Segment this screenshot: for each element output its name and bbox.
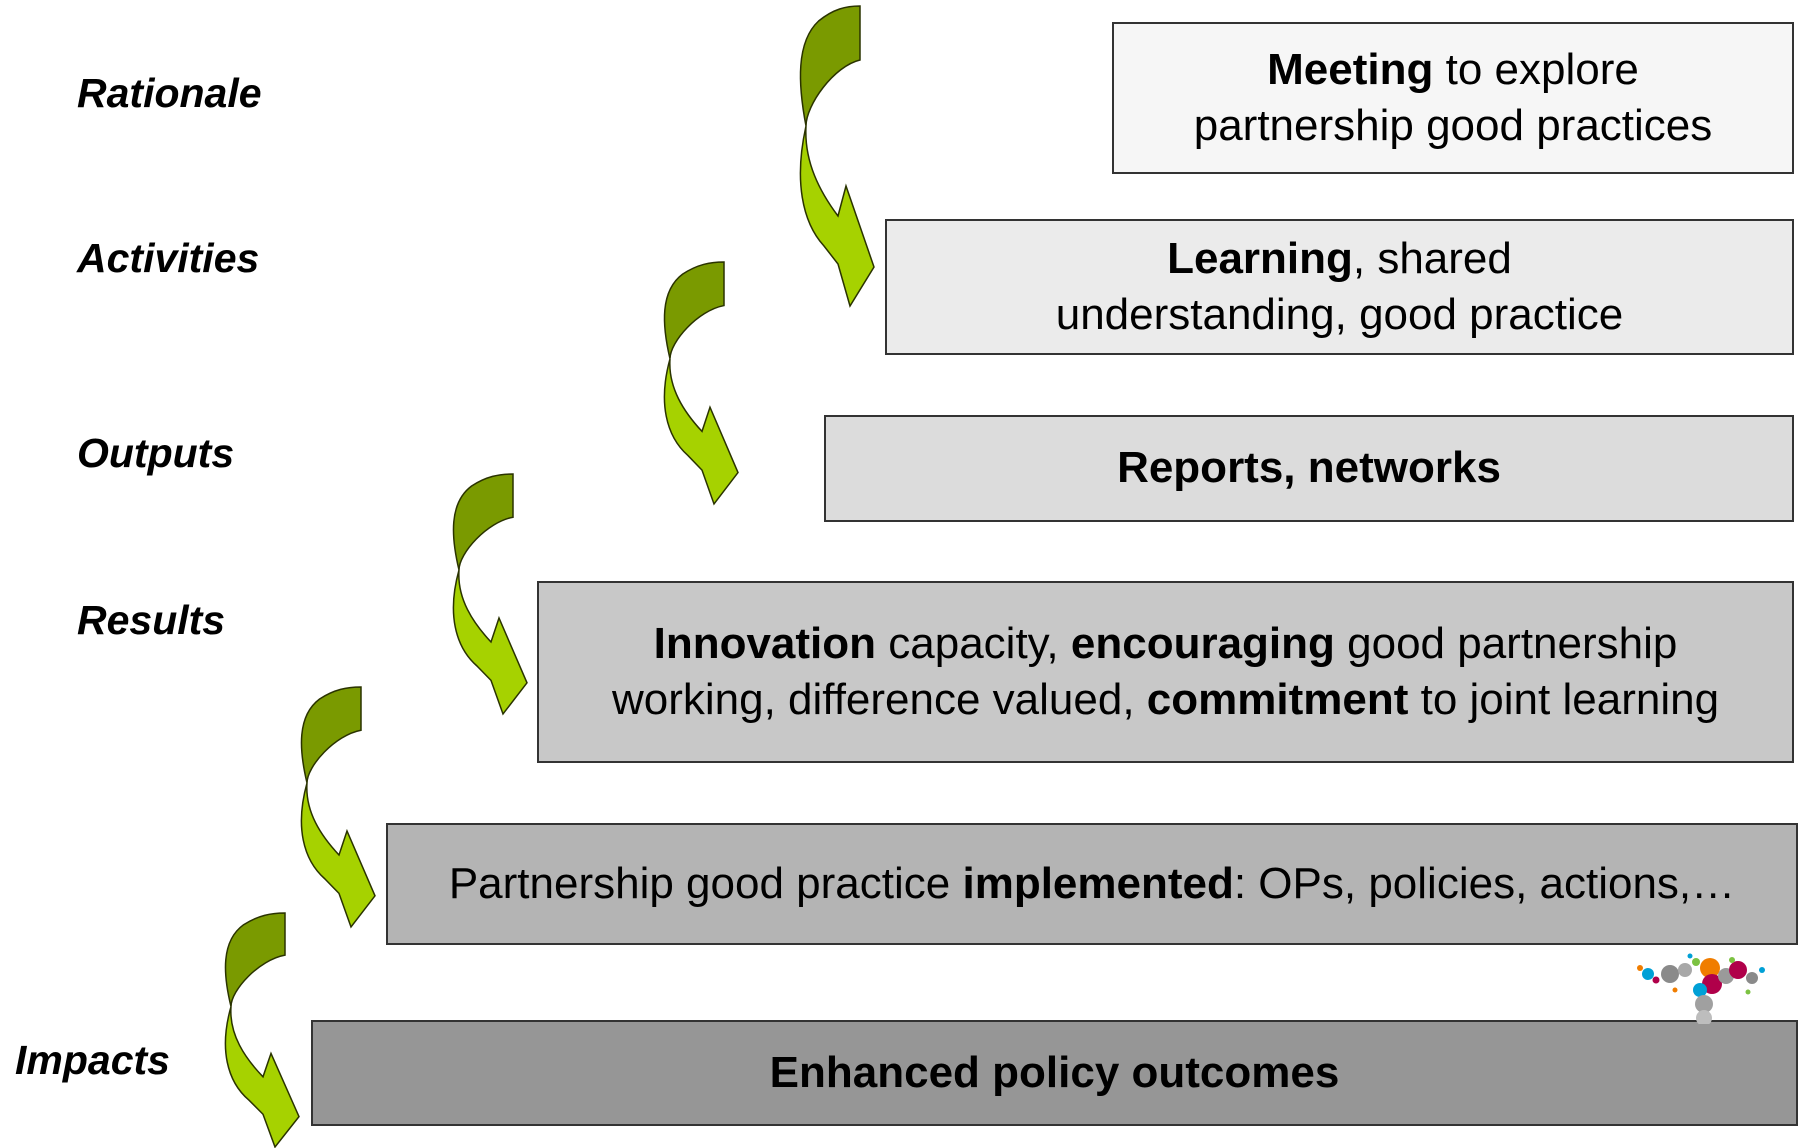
dot-cluster-logo	[1637, 953, 1765, 1024]
box-results-2: Partnership good practice implemented: O…	[386, 823, 1798, 945]
box-text-line: Partnership good practice implemented: O…	[449, 856, 1735, 912]
box-results: Innovation capacity, encouraging good pa…	[537, 581, 1794, 763]
body-text: good partnership	[1334, 618, 1678, 668]
arrow-upper-band	[663, 261, 725, 359]
body-text: partnership good practices	[1193, 101, 1713, 150]
box-text-line: Learning, shared	[1056, 231, 1624, 287]
box-text-line: understanding, good practice	[1056, 287, 1624, 343]
emphasis-text: Meeting	[1267, 44, 1434, 94]
curved-arrow-icon	[799, 5, 875, 308]
arrow-lower-band	[300, 782, 376, 929]
body-text: capacity,	[876, 618, 1071, 668]
arrow-upper-band	[224, 912, 286, 1007]
arrow-lower-band	[224, 1006, 300, 1148]
emphasis-text: Learning	[1167, 233, 1353, 283]
arrow-lower-band	[799, 125, 875, 308]
label-results: Results	[77, 597, 226, 643]
box-text-line: Innovation capacity, encouraging good pa…	[612, 616, 1719, 672]
label-rationale: Rationale	[77, 70, 262, 116]
box-impacts: Enhanced policy outcomes	[311, 1020, 1798, 1126]
emphasis-text: Enhanced policy outcomes	[769, 1047, 1340, 1097]
box-text-line: partnership good practices	[1194, 98, 1713, 154]
label-impacts: Impacts	[15, 1037, 170, 1083]
box-text: Enhanced policy outcomes	[770, 1045, 1340, 1101]
curved-arrow-icon	[663, 261, 739, 506]
box-text: Innovation capacity, encouraging good pa…	[612, 616, 1719, 729]
box-text-line: Meeting to explore	[1194, 42, 1713, 98]
curved-arrow-icon	[452, 473, 528, 716]
body-text: understanding, good practice	[1055, 290, 1624, 339]
box-text-line: Reports, networks	[1117, 440, 1501, 496]
label-activities: Activities	[77, 235, 260, 281]
emphasis-text: Innovation	[653, 618, 877, 668]
body-text: Partnership good practice	[448, 858, 963, 908]
emphasis-text: encouraging	[1070, 618, 1335, 668]
emphasis-text: commitment	[1146, 675, 1409, 724]
label-outputs: Outputs	[77, 430, 235, 476]
arrow-lower-band	[663, 358, 739, 506]
emphasis-text: Reports, networks	[1117, 443, 1501, 493]
arrow-upper-band	[452, 473, 514, 571]
box-text-line: Enhanced policy outcomes	[770, 1045, 1340, 1101]
body-text: to explore	[1433, 44, 1639, 94]
box-outputs: Reports, networks	[824, 415, 1794, 522]
box-text: Reports, networks	[1117, 440, 1501, 496]
arrow-lower-band	[452, 569, 528, 716]
box-text-line: working, difference valued, commitment t…	[612, 672, 1719, 728]
body-text: to joint learning	[1408, 675, 1720, 724]
body-text: : OPs, policies, actions,…	[1233, 858, 1736, 908]
arrow-upper-band	[799, 5, 861, 127]
box-text: Partnership good practice implemented: O…	[449, 856, 1735, 912]
curved-arrow-icon	[224, 912, 300, 1148]
body-text: , shared	[1352, 233, 1512, 283]
body-text: working, difference valued,	[611, 675, 1147, 724]
curved-arrow-icon	[300, 686, 376, 929]
arrow-upper-band	[300, 686, 362, 784]
emphasis-text: implemented	[962, 858, 1234, 908]
